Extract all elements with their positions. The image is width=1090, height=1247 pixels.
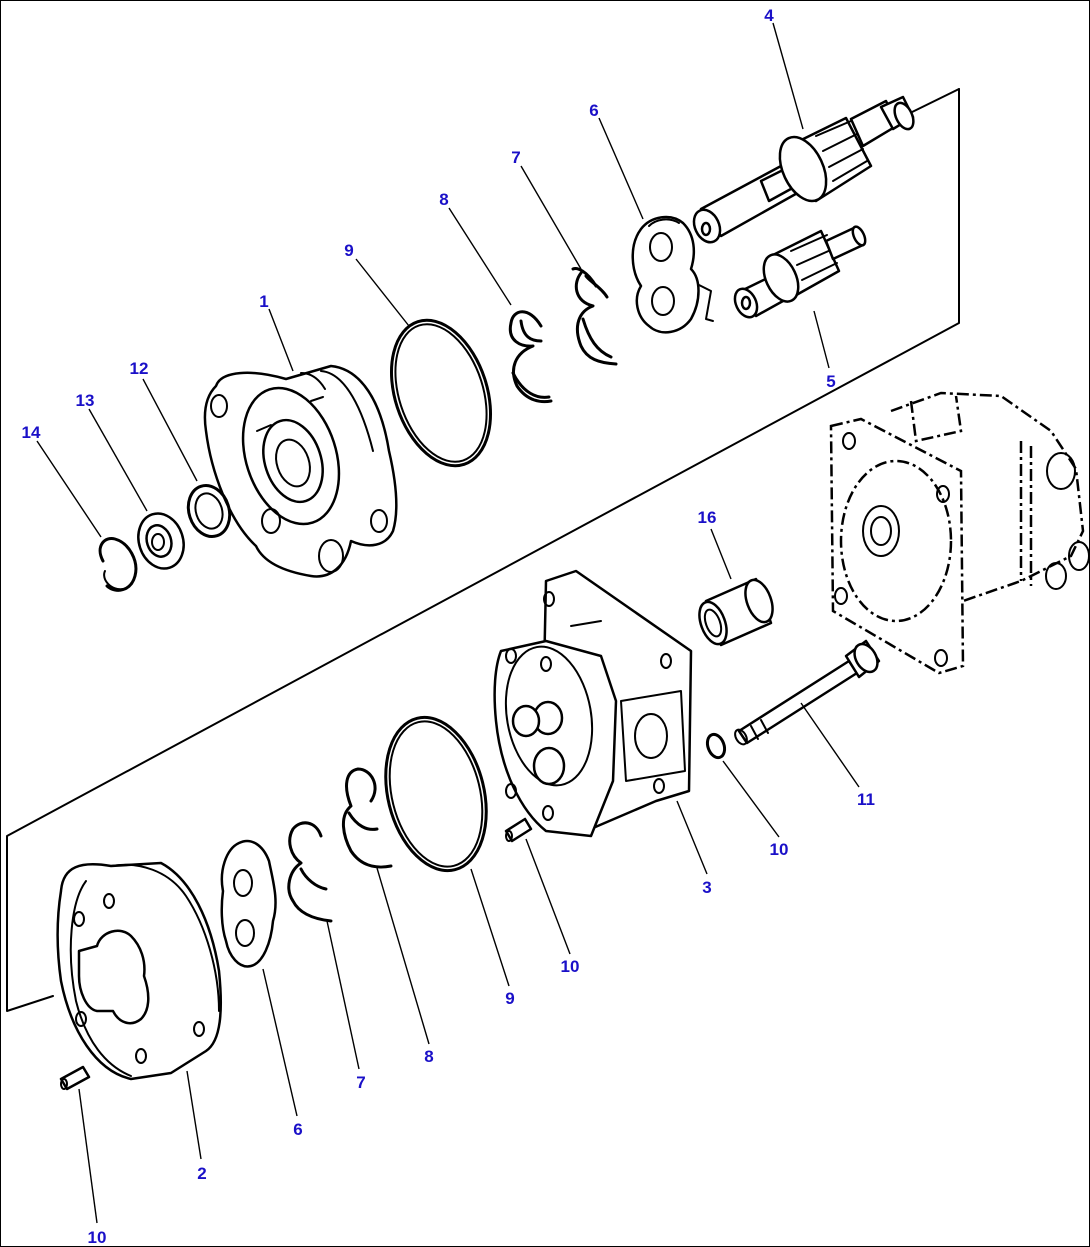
part-6-side-plate-lower	[220, 839, 277, 968]
part-8-seal-lower	[342, 767, 393, 869]
callout-2: 2	[197, 1164, 206, 1183]
part-10-dowel-pin-upper	[504, 817, 533, 843]
callout-8-upper: 8	[439, 190, 448, 209]
callout-7-lower: 7	[356, 1073, 365, 1092]
callout-3: 3	[702, 878, 711, 897]
callout-8-lower: 8	[424, 1047, 433, 1066]
pump-case-reference	[829, 391, 1089, 675]
callout-1: 1	[259, 292, 268, 311]
part-2-rear-body	[56, 861, 223, 1081]
callout-9-upper: 9	[344, 241, 353, 260]
callout-15: 14	[22, 423, 41, 442]
part-9-o-ring-upper	[389, 318, 493, 468]
callout-9-lower: 9	[505, 989, 514, 1008]
callout-10-upper: 10	[561, 957, 580, 976]
part-11-bolt	[734, 639, 881, 746]
part-1-front-cover	[203, 364, 398, 578]
callout-labels: 4 6 7 8 9 1 12 13 14 5 16 11 10 3 10 9 8…	[22, 6, 875, 1246]
part-9-o-ring-lower	[384, 715, 488, 873]
callout-12: 10	[770, 840, 789, 859]
part-7-backup-ring-lower	[287, 821, 333, 923]
leader-lines	[36, 22, 860, 1224]
part-10-dowel-pin-lower	[59, 1065, 91, 1091]
part-4-drive-shaft	[692, 95, 915, 244]
part-15-snap-ring	[98, 536, 138, 592]
part-7-backup-ring-upper	[571, 267, 618, 366]
part-14-oil-seal	[137, 512, 185, 570]
callout-6-upper: 6	[589, 101, 598, 120]
callout-4: 4	[764, 6, 774, 25]
part-5-driven-shaft	[690, 225, 867, 322]
callout-10-lower: 10	[88, 1228, 107, 1246]
part-3-gear-case	[493, 569, 693, 838]
callout-6-lower: 6	[293, 1120, 302, 1139]
part-16-bushing	[698, 577, 774, 647]
callout-5: 5	[826, 372, 835, 391]
callout-16: 16	[698, 508, 717, 527]
callout-14: 13	[76, 391, 95, 410]
callout-11: 11	[857, 790, 875, 809]
part-12-washer	[705, 732, 727, 760]
callout-13: 12	[130, 359, 149, 378]
part-6-side-plate-upper	[631, 215, 700, 334]
part-8-seal-upper	[508, 310, 553, 404]
callout-7-upper: 7	[511, 148, 520, 167]
part-13-washer	[186, 484, 232, 538]
assembly-boundary-frame	[6, 88, 960, 1012]
